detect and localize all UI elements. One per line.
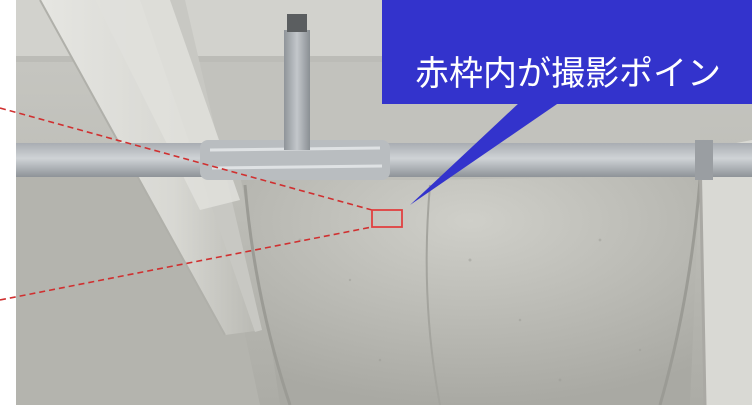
callout-bubble <box>382 0 752 205</box>
leader-lines <box>0 107 373 301</box>
callout-text: 赤枠内が撮影ポイン <box>415 54 721 94</box>
arch-haunch <box>240 175 700 405</box>
vertical-pipe <box>284 30 310 150</box>
inspection-point-frame <box>371 209 403 228</box>
girder-right <box>700 140 752 405</box>
